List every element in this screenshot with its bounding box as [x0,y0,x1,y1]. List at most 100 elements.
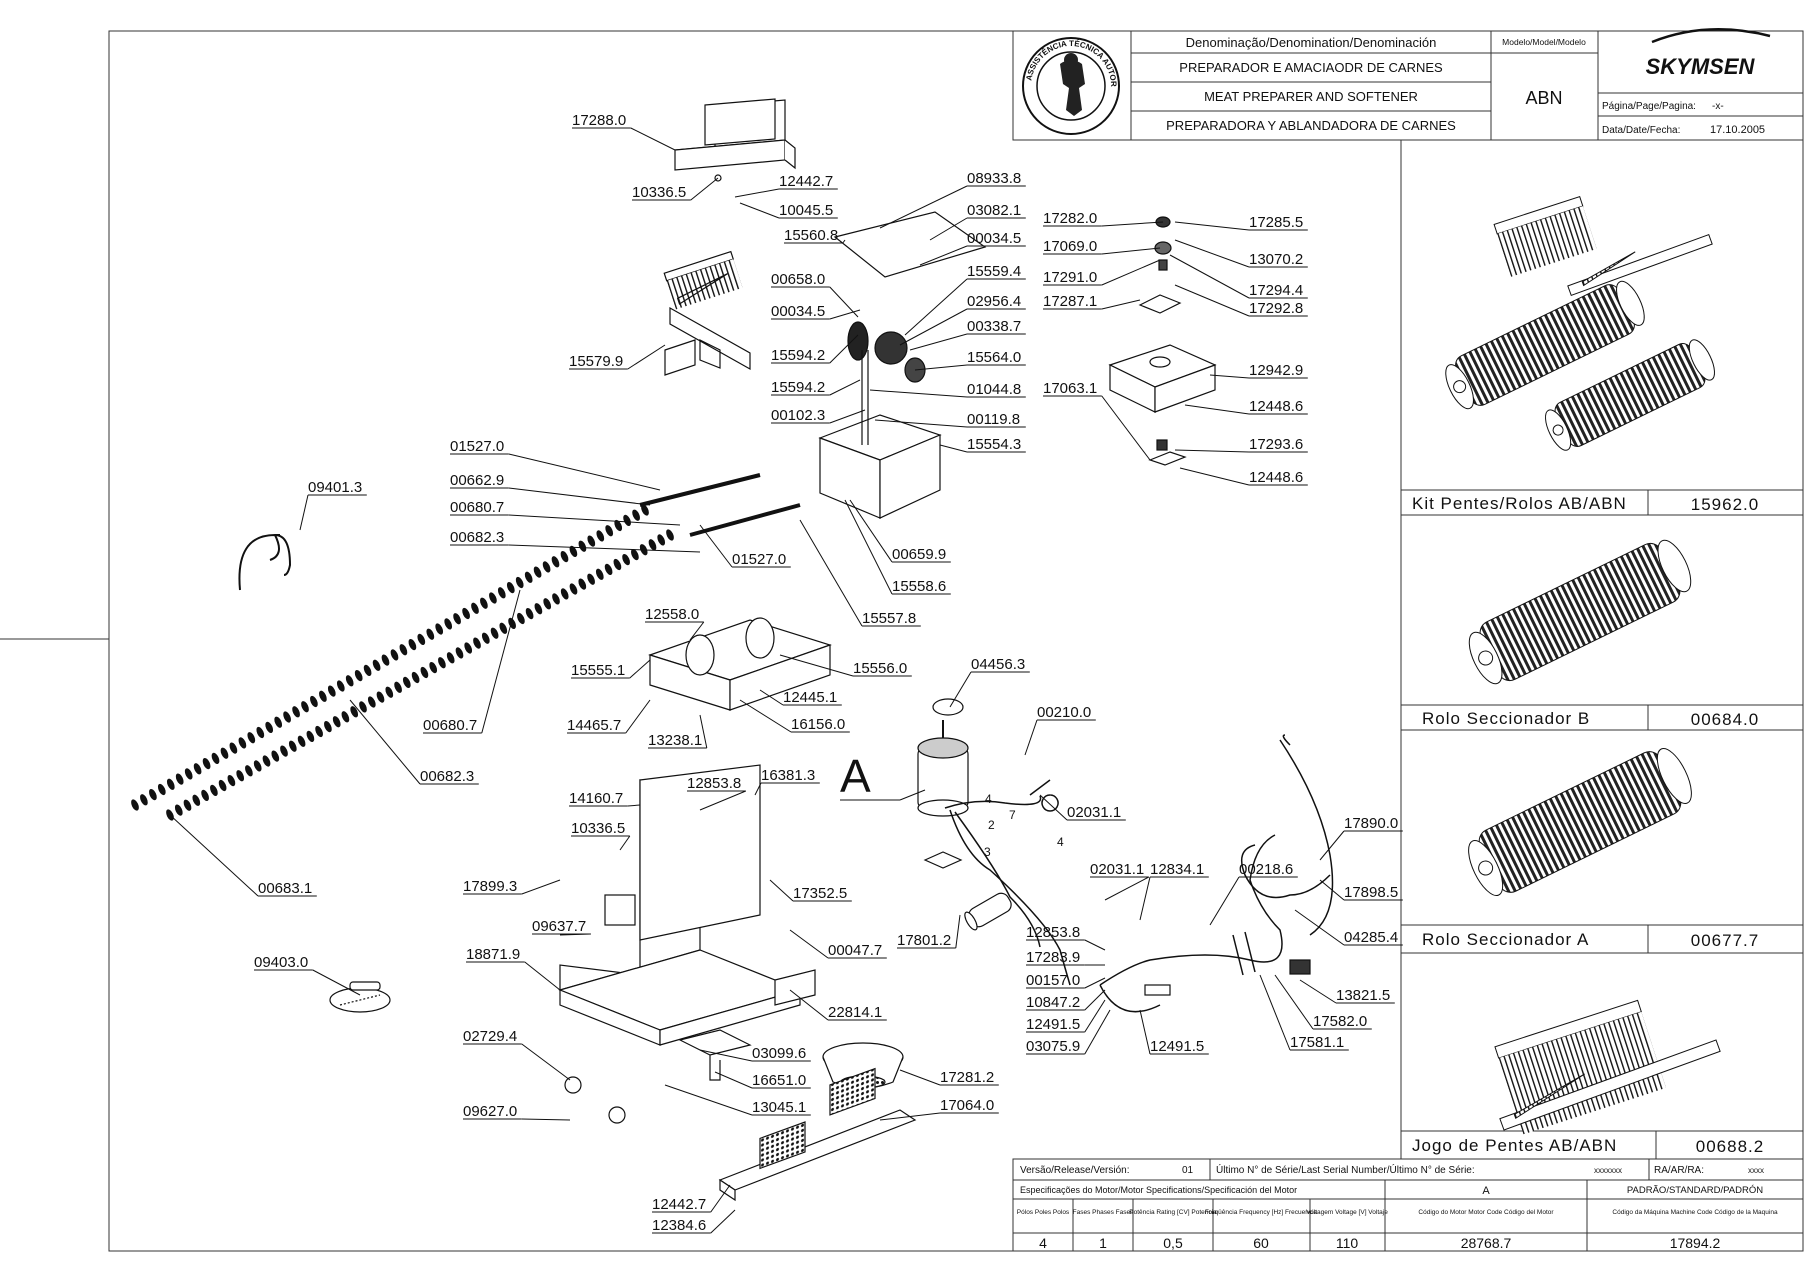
part-number-callout: 00157.0 [1026,972,1080,989]
roller-disc [524,571,533,583]
callout-leader [874,419,968,428]
callout-leader [869,389,968,398]
brand-name: SKYMSEN [1646,54,1756,79]
machine-code-value: 17894.2 [1670,1235,1721,1251]
callout-leader [521,1043,571,1081]
roller-disc [446,652,455,664]
roller-disc [229,742,238,754]
roller-disc [648,539,657,551]
callout-leader [829,334,859,364]
part-number-callout: 12384.6 [652,1217,706,1234]
part-number-callout: 17292.8 [1249,300,1303,317]
part-number-callout: 04285.4 [1344,929,1398,946]
kit-name-3: Rolo Seccionador A [1422,930,1589,949]
roller-disc [473,637,481,649]
part-number-callout: 17287.1 [1043,293,1097,310]
connector-part [1144,984,1171,996]
roller-disc [560,588,569,600]
roller-disc [256,726,265,739]
part-number-callout: 16156.0 [791,716,845,733]
part-number-callout: 12442.7 [652,1196,706,1213]
roller-disc [292,706,300,718]
callout-leader [508,453,661,491]
part-number-callout: 17581.1 [1290,1034,1344,1051]
roller-disc [631,548,639,561]
part-number-callout: 16381.3 [761,767,815,784]
callout-leader [739,202,780,219]
part-number-callout: 22814.1 [828,1004,882,1021]
roller-disc [247,732,256,744]
callout-leader [699,524,733,568]
roller-disc [515,576,524,589]
kit-name-2: Rolo Seccionador B [1422,709,1590,728]
serial-label: Último N° de Série/Last Serial Number/Úl… [1216,1163,1475,1176]
frequency-value: 60 [1253,1235,1269,1251]
part-number-callout: 12834.1 [1150,861,1204,878]
roller-disc [174,804,183,816]
part-number-callout: 17291.0 [1043,269,1097,286]
foot-part-2 [608,1106,626,1124]
part-number-callout: 15564.0 [967,349,1021,366]
part-number-callout: 00034.5 [771,303,825,320]
switch-bracket-part [1148,451,1187,466]
part-number-callout: 09403.0 [254,954,308,971]
bottom-spec-block: Versão/Release/Versión: 01 Último N° de … [1012,1158,1804,1252]
callout-leader [829,286,859,318]
model-value: ABN [1525,88,1562,108]
roller-disc [283,711,291,723]
part-number-callout: 00680.7 [450,499,504,516]
roller-disc [534,603,543,615]
roller-disc [525,607,534,620]
warning-plate-part [774,969,816,1006]
callout-leader [710,1184,731,1213]
authorized-service-seal: ASSISTÊNCIA TÉCNICA AUTORIZADA [0,0,1120,135]
roller-disc [265,721,274,734]
part-number-callout: 10045.5 [779,202,833,219]
callout-leader [508,514,681,526]
part-number-callout: 15560.8 [784,227,838,244]
kit-3-roller [1468,747,1692,897]
part-number-callout: 12491.5 [1150,1038,1204,1055]
date-label: Data/Date/Fecha: [1602,125,1680,136]
shaft-part-1 [639,473,761,507]
roller-disc [183,799,192,811]
callout-leader [1084,989,1106,1011]
callout-leader [1101,221,1164,227]
roller-disc [301,701,309,713]
wire-number-5: 4 [1057,835,1064,849]
roller-disc [245,765,253,777]
part-number-callout: 15555.1 [571,662,625,679]
part-number-callout: 00658.0 [771,271,825,288]
roller-disc [613,558,622,571]
callout-leader [1039,794,1068,821]
callout-leader [1174,284,1250,317]
part-number-callout: 00682.3 [420,768,474,785]
roller-disc [578,540,587,552]
roller-disc [411,671,420,684]
roller-disc [464,642,473,654]
rating-value: 0,5 [1163,1235,1183,1251]
callout-leader [714,1071,753,1089]
small-comb-part [663,250,743,310]
kit-code-4: 00688.2 [1696,1137,1764,1156]
part-number-callout: 00210.0 [1037,704,1091,721]
foot-part-1 [564,1076,582,1094]
roller-disc [271,750,280,762]
callout-leader [769,879,794,902]
roller-disc [175,773,184,785]
part-number-callout: 00218.6 [1239,861,1293,878]
part-number-callout: 12558.0 [645,606,699,623]
callout-leader [904,278,968,336]
part-number-callout: 17281.2 [940,1069,994,1086]
callout-leader [1319,830,1345,861]
roller-disc [192,794,201,806]
part-number-callout: 12853.8 [1026,924,1080,941]
callout-leader [929,217,968,241]
callout-leader [799,519,863,627]
roller-disc [211,752,220,765]
callout-leader [1101,299,1141,310]
cover-plate-part [833,211,987,278]
callout-leader [1169,254,1250,299]
part-number-callout: 15554.3 [967,436,1021,453]
callout-leader [630,127,676,151]
